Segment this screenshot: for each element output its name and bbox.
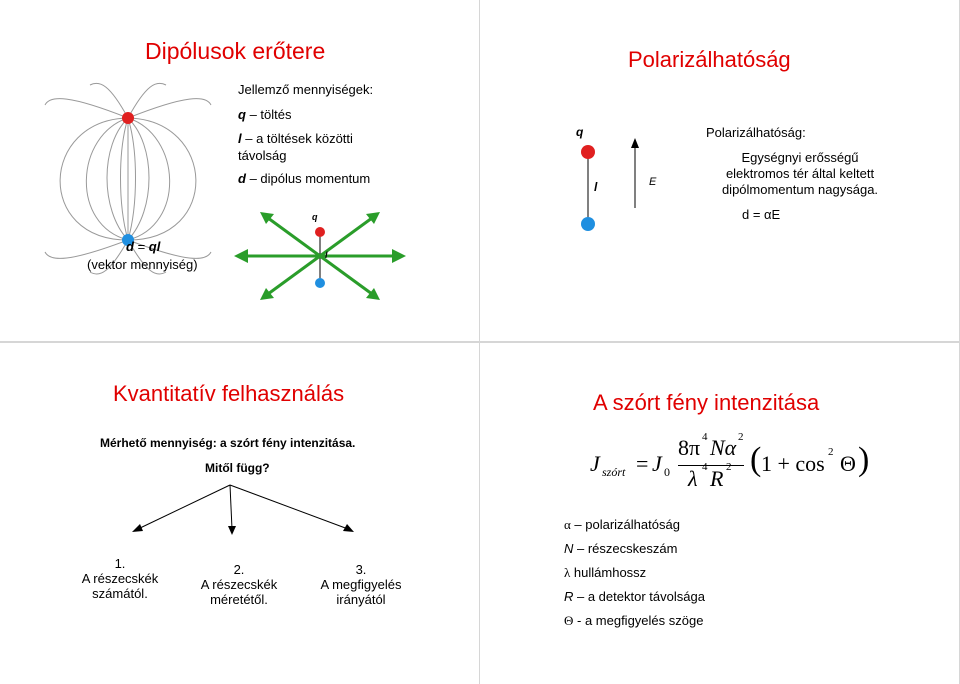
slide-scattered-intensity: A szórt fény intenzitása J szórt = J 0 8… <box>479 342 960 684</box>
branch-observation-direction: 3. A megfigyelés irányától <box>320 562 402 607</box>
q-description: – töltés <box>245 107 292 122</box>
eq-numerator-n-exp: 2 <box>738 431 744 443</box>
eq-denominator-r: R <box>710 466 724 491</box>
legend-item: λ hullámhossz <box>564 565 647 580</box>
slide-title: Dipólusok erőtere <box>145 38 326 64</box>
dipole-formula: d = ql <box>126 239 161 254</box>
definition-header: Polarizálhatóság: <box>706 125 806 140</box>
branch-arrows <box>132 484 354 535</box>
quantity-l-line2: távolság <box>238 148 287 163</box>
eq-theta: Θ <box>840 451 856 476</box>
negative-charge-dot <box>581 217 595 231</box>
legend-item: N – részecskeszám <box>564 541 678 556</box>
eq-J-sub: szórt <box>602 465 626 479</box>
definition-line: dipólmomentum nagysága. <box>721 182 879 197</box>
eq-J0: J <box>652 451 662 476</box>
l-label: l <box>594 180 598 194</box>
eq-paren-right: ) <box>858 441 870 478</box>
polarizability-formula: d = αE <box>742 207 781 222</box>
eq-denominator-lambda: λ <box>688 466 698 491</box>
eq-numerator-exp: 4 <box>702 431 708 443</box>
legend-item: α – polarizálhatóság <box>564 517 680 532</box>
eq-equals: = <box>636 451 649 476</box>
positive-charge-dot <box>581 145 595 159</box>
definition-line: Egységnyi erősségű <box>741 150 859 165</box>
slide-dipole-field: Dipólusok erőtere Jellemző mennyiségek: … <box>0 0 480 342</box>
field-arrows <box>246 216 394 296</box>
quantity-d: d – dipólus momentum <box>238 171 370 186</box>
intensity-equation: J szórt = J 0 8π 4 Nα 2 λ 4 R 2 ( 1 + co… <box>590 431 890 493</box>
question-text: Mitől függ? <box>205 461 270 475</box>
legend-item: Θ - a megfigyelés szöge <box>564 613 704 628</box>
vector-note: (vektor mennyiség) <box>87 257 198 272</box>
definition-text: Egységnyi erősségű elektromos tér által … <box>700 150 900 198</box>
field-lines <box>44 82 212 275</box>
eq-numerator-coef: 8π <box>678 435 701 460</box>
slide-title: Kvantitatív felhasználás <box>113 381 345 406</box>
diagram-q-label: q <box>312 212 318 222</box>
small-positive-charge <box>315 227 325 237</box>
quantity-q: q – töltés <box>238 107 291 122</box>
eq-J0-sub: 0 <box>664 465 670 479</box>
branch-particle-size: 2. A részecskék méretétől. <box>200 562 278 607</box>
e-label: E <box>649 176 657 188</box>
slide-polarizability: Polarizálhatóság q l E Polarizálhatóság:… <box>479 0 960 342</box>
definition-line: elektromos tér által keltett <box>725 166 875 181</box>
measured-quantity: Mérhető mennyiség: a szórt fény intenzit… <box>100 436 356 450</box>
positive-charge-dot <box>122 112 134 124</box>
diagram-l-label: l <box>325 250 328 260</box>
dipole-diagrams <box>44 82 406 300</box>
branch-particle-count: 1. A részecskék számától. <box>81 556 159 601</box>
eq-J: J <box>590 451 600 476</box>
eq-paren-content: 1 + cos <box>761 451 825 476</box>
eq-cos-exp: 2 <box>828 446 834 458</box>
l-symbol: l <box>238 131 242 146</box>
eq-numerator-n: Nα <box>710 435 737 460</box>
field-arrowhead <box>631 138 639 148</box>
eq-paren-left: ( <box>750 441 762 478</box>
negative-charge-dot <box>122 234 134 246</box>
legend-item: R – a detektor távolsága <box>564 589 705 604</box>
quantity-l: l – a töltések közötti <box>238 131 353 146</box>
arrowheads <box>234 212 406 300</box>
eq-denominator-lambda-exp: 4 <box>702 461 708 473</box>
d-description: – dipólus momentum <box>245 171 371 186</box>
small-negative-charge <box>315 278 325 288</box>
q-label: q <box>576 125 584 139</box>
polarization-diagram <box>581 138 639 231</box>
d-symbol: d <box>238 171 246 186</box>
slide-title: A szórt fény intenzitása <box>593 390 820 415</box>
eq-denominator-r-exp: 2 <box>726 461 732 473</box>
slide-quantitative-use: Kvantitatív felhasználás Mérhető mennyis… <box>0 342 480 684</box>
symbol-legend: α – polarizálhatóság N – részecskeszám λ… <box>564 513 705 633</box>
slide-title: Polarizálhatóság <box>628 47 791 72</box>
l-description: – a töltések közötti <box>241 131 353 146</box>
quantities-header: Jellemző mennyiségek: <box>238 82 374 97</box>
q-symbol: q <box>238 107 246 122</box>
fraction-bar <box>678 465 744 466</box>
